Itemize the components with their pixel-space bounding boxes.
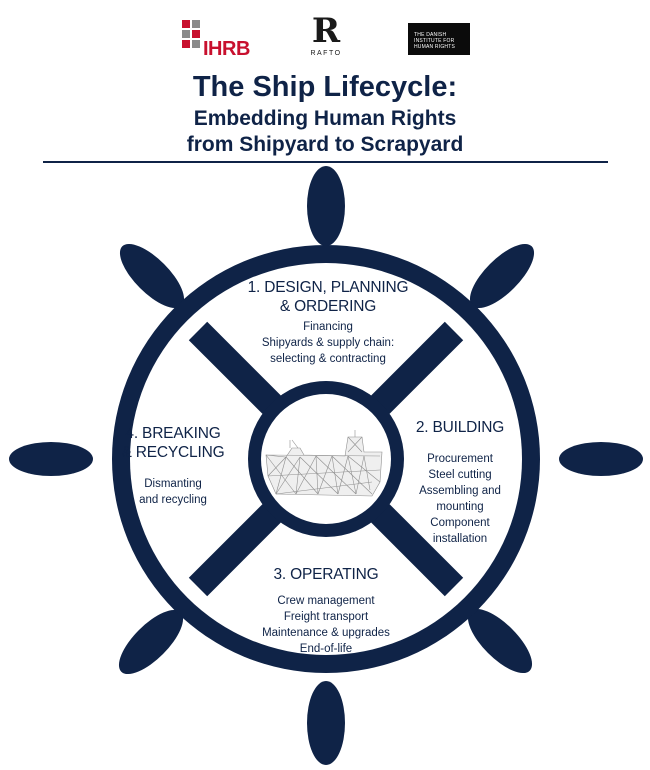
page-title: The Ship Lifecycle: (192, 71, 458, 103)
stage-3-details: Crew management Freight transport Mainte… (226, 593, 426, 657)
stage-detail: Steel cutting (428, 469, 492, 481)
logo-square (182, 30, 190, 38)
stage-detail: Freight transport (283, 611, 369, 623)
wheel-handle (469, 243, 535, 309)
stage-1-section: 1. DESIGN, PLANNING & ORDERING Financing… (228, 278, 428, 367)
stage-detail: and recycling (139, 494, 207, 506)
stage-3-heading-line: 3. OPERATING (273, 566, 379, 583)
wheel-handle (9, 442, 93, 476)
stage-detail: Shipyards & supply chain: (261, 337, 395, 349)
stage-detail: installation (432, 533, 488, 545)
title-divider (43, 161, 608, 163)
stage-detail: Dismanting (144, 478, 202, 490)
stage-4-heading-line: 4. BREAKING (125, 425, 221, 442)
stage-2-heading: 2. BUILDING (410, 418, 510, 437)
ihrb-logo-text: IHRB (203, 38, 250, 60)
stage-4-details: Dismanting and recycling (108, 476, 238, 508)
logo-square (182, 40, 190, 48)
stage-1-heading-line: & ORDERING (279, 298, 377, 315)
stage-2-details: Procurement Steel cutting Assembling and… (410, 451, 510, 547)
stage-detail: selecting & contracting (270, 353, 386, 365)
stage-detail: Component (430, 517, 490, 529)
dihr-logo-text: THE DANISH INSTITUTE FOR HUMAN RIGHTS (414, 32, 455, 50)
stage-1-heading-line: 1. DESIGN, PLANNING (247, 279, 409, 296)
stage-3-section: 3. OPERATING Crew management Freight tra… (226, 565, 426, 657)
subtitle-line: from Shipyard to Scrapyard (186, 133, 464, 156)
wheel-handle (119, 243, 185, 309)
dihr-line: HUMAN RIGHTS (414, 44, 456, 50)
logo-bar: IHRB R RAFTO THE DANISH INSTITUTE FOR HU… (0, 14, 650, 62)
stage-1-details: Financing Shipyards & supply chain: sele… (228, 319, 428, 367)
stage-detail: Procurement (427, 453, 493, 465)
ihrb-logo: IHRB (182, 20, 250, 60)
stage-4-section: 4. BREAKING & RECYCLING Dismanting and r… (108, 424, 238, 508)
wheel-handle (467, 608, 533, 674)
wheel-handle (307, 681, 345, 765)
wheel-handle (307, 166, 345, 246)
stage-1-heading: 1. DESIGN, PLANNING & ORDERING (228, 278, 428, 316)
rafto-r-mark-icon: R (311, 11, 341, 51)
stage-2-section: 2. BUILDING Procurement Steel cutting As… (410, 418, 510, 547)
rafto-logo: R RAFTO (306, 14, 346, 62)
logo-square (182, 20, 190, 28)
stage-detail: End-of-life (299, 643, 353, 655)
wheel-handle (559, 442, 643, 476)
page-subtitle: Embedding Human Rights from Shipyard to … (0, 106, 650, 158)
logo-square (192, 40, 200, 48)
stage-4-heading-line: & RECYCLING (121, 444, 225, 461)
logo-square (192, 20, 200, 28)
stage-detail: Financing (303, 321, 353, 333)
dihr-logo: THE DANISH INSTITUTE FOR HUMAN RIGHTS (408, 23, 470, 55)
stage-3-heading: 3. OPERATING (226, 565, 426, 584)
rafto-logo-text: RAFTO (310, 50, 342, 57)
stage-detail: Assembling and (419, 485, 501, 497)
subtitle-line: Embedding Human Rights (193, 107, 457, 130)
dihr-line: INSTITUTE FOR (414, 38, 455, 44)
stage-4-heading: 4. BREAKING & RECYCLING (108, 424, 238, 462)
stage-2-heading-line: 2. BUILDING (415, 419, 505, 436)
dihr-line: THE DANISH (414, 32, 447, 38)
logo-square (192, 30, 200, 38)
stage-detail: Maintenance & upgrades (262, 627, 390, 639)
stage-detail: mounting (436, 501, 484, 513)
ship-wireframe-icon (265, 430, 383, 497)
stage-detail: Crew management (277, 595, 375, 607)
wheel-handle (118, 609, 184, 675)
